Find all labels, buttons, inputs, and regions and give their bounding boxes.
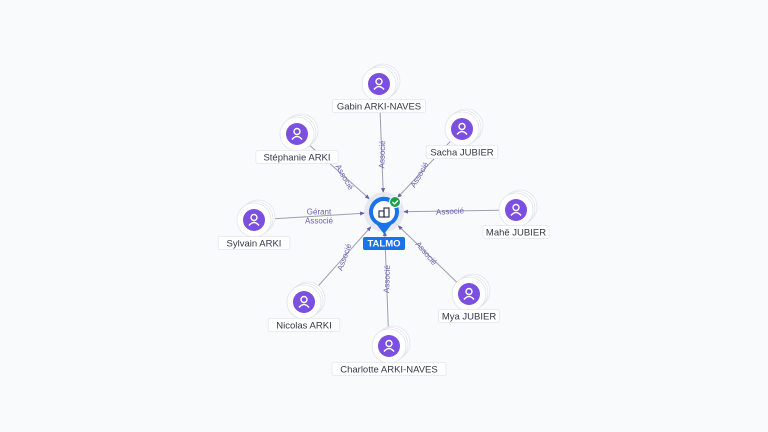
person-name: Mahë JUBIER <box>486 228 546 239</box>
center-node[interactable]: TALMO <box>363 192 405 250</box>
person-name-bg <box>267 318 341 332</box>
person-name: Sacha JUBIER <box>430 148 493 159</box>
user-icon <box>383 339 395 352</box>
person-node-sylvain-arki[interactable]: Sylvain ARKI <box>217 199 291 250</box>
person-node-mahe-jubier[interactable]: Mahë JUBIER <box>482 189 550 239</box>
user-icon <box>510 203 522 216</box>
edge-arrow-mya-jubier <box>397 225 403 231</box>
edge-label-sylvain-arki: Gérant <box>307 208 332 217</box>
nodes-layer: Gabin ARKI-NAVES Stéphanie ARKI Sacha JUBI… <box>217 63 550 376</box>
person-node-charlotte-arki-naves[interactable]: Charlotte ARKI-NAVES <box>331 325 447 376</box>
edge-arrow-mahe-jubier <box>402 209 409 214</box>
building-icon <box>378 207 390 218</box>
edge-arrow-charlotte-arki-naves <box>382 230 387 237</box>
user-icon <box>373 77 385 90</box>
person-name-bg <box>438 309 500 323</box>
user-icon <box>463 287 475 300</box>
person-name-bg <box>482 225 550 239</box>
edge-arrow-sacha-jubier <box>397 193 402 199</box>
edge-arrow-gabin-arki-naves <box>381 187 386 194</box>
edge-label-stephanie-arki: Associé <box>334 163 356 192</box>
user-icon <box>291 127 303 140</box>
edge-label-charlotte-arki-naves: Associé <box>382 264 392 293</box>
edge-arrow-nicolas-arki <box>366 226 372 232</box>
person-node-gabin-arki-naves[interactable]: Gabin ARKI-NAVES <box>332 63 426 113</box>
edge-arrow-sylvain-arki <box>359 211 366 216</box>
person-node-mya-jubier[interactable]: Mya JUBIER <box>438 273 500 323</box>
user-icon <box>298 295 310 308</box>
person-name-bg <box>425 145 499 159</box>
person-name: Stéphanie ARKI <box>263 153 330 164</box>
person-node-nicolas-arki[interactable]: Nicolas ARKI <box>267 281 341 332</box>
center-label-bg <box>363 237 405 250</box>
edge-label-mahe-jubier: Associé <box>436 206 465 216</box>
edge-label-gabin-arki-naves: Associé <box>377 140 387 169</box>
person-node-sacha-jubier[interactable]: Sacha JUBIER <box>425 108 499 159</box>
person-name: Mya JUBIER <box>442 312 497 323</box>
person-name-bg <box>255 150 339 164</box>
check-icon <box>389 196 401 208</box>
edge-label-nicolas-arki: Associé <box>335 242 353 272</box>
person-name-bg <box>331 362 447 376</box>
check-mark <box>392 200 399 205</box>
person-name: Charlotte ARKI-NAVES <box>340 365 438 376</box>
edge-label-sacha-jubier: Associé <box>409 160 431 189</box>
person-name-bg <box>332 99 426 113</box>
edge-label-mya-jubier: Associé <box>414 240 439 268</box>
user-icon <box>248 213 260 226</box>
person-name-bg <box>217 236 291 250</box>
person-name: Gabin ARKI-NAVES <box>337 102 421 113</box>
person-name: Sylvain ARKI <box>227 239 282 250</box>
edge-label-sylvain-arki: Associé <box>305 217 334 226</box>
person-node-stephanie-arki[interactable]: Stéphanie ARKI <box>255 113 339 164</box>
person-name: Nicolas ARKI <box>276 321 331 332</box>
edge-arrow-stephanie-arki <box>364 194 370 200</box>
center-name: TALMO <box>367 239 400 250</box>
user-icon <box>456 122 468 135</box>
